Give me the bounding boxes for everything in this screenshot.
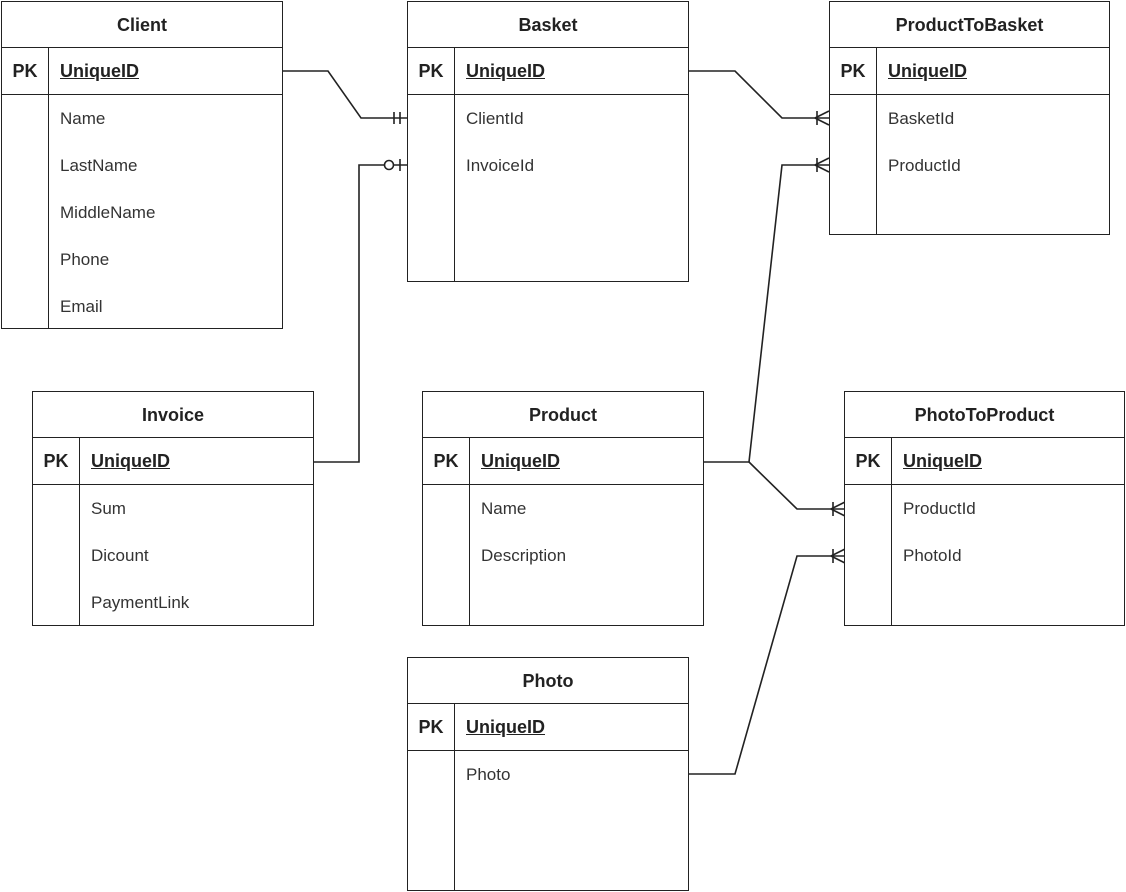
- primary-key-row: PK UniqueID: [408, 704, 688, 751]
- key-label: PK: [433, 451, 459, 471]
- primary-key-name: UniqueID: [91, 451, 170, 471]
- entity-title: ProductToBasket: [830, 2, 1109, 48]
- field-basketid: BasketId: [888, 109, 955, 128]
- field-dicount: Dicount: [91, 546, 149, 565]
- key-column-divider: [454, 704, 455, 890]
- field-list: BasketId ProductId: [888, 95, 961, 189]
- primary-key-name: UniqueID: [466, 717, 545, 737]
- rel-product-phototoproduct: [748, 461, 846, 517]
- entity-title: PhotoToProduct: [845, 392, 1124, 438]
- field-productid: ProductId: [903, 499, 976, 518]
- primary-key-name: UniqueID: [481, 451, 560, 471]
- entity-invoice: Invoice PK UniqueID Sum Dicount PaymentL…: [32, 391, 314, 626]
- key-label: PK: [855, 451, 881, 471]
- field-list: ClientId InvoiceId: [466, 95, 534, 189]
- key-column-divider: [876, 48, 877, 234]
- key-column-divider: [891, 438, 892, 625]
- field-description: Description: [481, 546, 567, 565]
- field-paymentlink: PaymentLink: [91, 593, 190, 612]
- field-invoiceid: InvoiceId: [466, 156, 535, 175]
- field-photo: Photo: [466, 765, 511, 784]
- entity-basket: Basket PK UniqueID ClientId InvoiceId: [407, 1, 689, 282]
- entity-title: Product: [423, 392, 703, 438]
- key-column-divider: [79, 438, 80, 625]
- field-list: Name LastName MiddleName Phone Email: [60, 95, 155, 330]
- entity-title: Basket: [408, 2, 688, 48]
- primary-key-row: PK UniqueID: [33, 438, 313, 485]
- field-name: Name: [60, 109, 106, 128]
- field-name: Name: [481, 499, 527, 518]
- entity-product: Product PK UniqueID Name Description: [422, 391, 704, 626]
- entity-title: Invoice: [33, 392, 313, 438]
- key-label: PK: [43, 451, 69, 471]
- primary-key-row: PK UniqueID: [2, 48, 282, 95]
- key-label: PK: [12, 61, 38, 81]
- key-column-divider: [469, 438, 470, 625]
- primary-key-name: UniqueID: [466, 61, 545, 81]
- primary-key-row: PK UniqueID: [845, 438, 1124, 485]
- field-productid: ProductId: [888, 156, 961, 175]
- entity-client: Client PK UniqueID Name LastName MiddleN…: [1, 1, 283, 329]
- field-list: Name Description: [481, 485, 566, 579]
- field-list: ProductId PhotoId: [903, 485, 976, 579]
- key-column-divider: [454, 48, 455, 281]
- primary-key-row: PK UniqueID: [408, 48, 688, 95]
- rel-client-basket: [283, 70, 407, 124]
- primary-key-name: UniqueID: [60, 61, 139, 81]
- entity-photo-to-product: PhotoToProduct PK UniqueID ProductId Pho…: [844, 391, 1125, 626]
- rel-invoice-basket: [313, 159, 407, 463]
- field-sum: Sum: [91, 499, 126, 518]
- key-column-divider: [48, 48, 49, 328]
- key-label: PK: [840, 61, 866, 81]
- rel-photo-phototoproduct: [689, 548, 846, 775]
- primary-key-name: UniqueID: [903, 451, 982, 471]
- field-phone: Phone: [60, 250, 110, 269]
- field-clientid: ClientId: [466, 109, 524, 128]
- field-email: Email: [60, 297, 103, 316]
- field-photoid: PhotoId: [903, 546, 962, 565]
- entity-product-to-basket: ProductToBasket PK UniqueID BasketId Pro…: [829, 1, 1110, 235]
- field-lastname: LastName: [60, 156, 138, 175]
- field-middlename: MiddleName: [60, 203, 156, 222]
- rel-basket-producttobasket: [689, 70, 830, 126]
- entity-photo: Photo PK UniqueID Photo: [407, 657, 689, 891]
- primary-key-name: UniqueID: [888, 61, 967, 81]
- field-list: Photo: [466, 751, 510, 798]
- key-label: PK: [418, 61, 444, 81]
- rel-product-producttobasket: [704, 157, 830, 463]
- entity-title: Photo: [408, 658, 688, 704]
- entity-title: Client: [2, 2, 282, 48]
- field-list: Sum Dicount PaymentLink: [91, 485, 189, 626]
- key-label: PK: [418, 717, 444, 737]
- primary-key-row: PK UniqueID: [423, 438, 703, 485]
- primary-key-row: PK UniqueID: [830, 48, 1109, 95]
